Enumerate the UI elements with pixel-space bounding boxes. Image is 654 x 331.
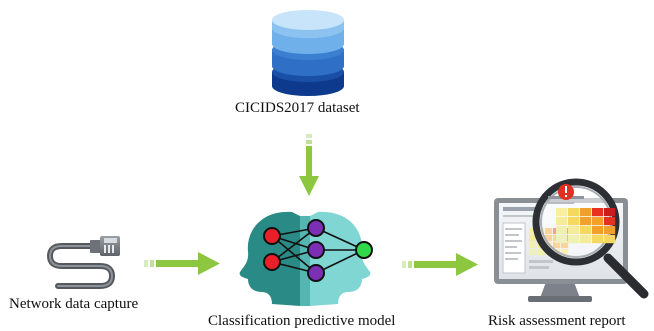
heatmap-cell [568, 208, 580, 217]
heatmap-cell [592, 208, 604, 217]
heatmap-cell [568, 217, 580, 226]
heatmap-cell [580, 217, 592, 226]
heatmap-cell [529, 249, 537, 256]
capture-label: Network data capture [9, 296, 139, 312]
heatmap-cell [604, 217, 616, 226]
report-label: Risk assessment report [488, 313, 626, 329]
heatmap-cell [580, 235, 592, 244]
heatmap-cell [556, 226, 568, 235]
heatmap-cell [568, 235, 580, 244]
arrow-down [299, 134, 319, 196]
dataset-label: CICIDS2017 dataset [235, 100, 360, 116]
heatmap-cell [537, 249, 545, 256]
heatmap-cell [529, 228, 537, 235]
heatmap-cell [556, 217, 568, 226]
heatmap-cell [556, 235, 568, 244]
heatmap-cell [592, 226, 604, 235]
heatmap-cell [529, 242, 537, 249]
heatmap-cell [580, 208, 592, 217]
heatmap-cell [556, 208, 568, 217]
heatmap-cell [604, 235, 616, 244]
heatmap-cell [604, 226, 616, 235]
monitor-magnifier-report-icon [494, 178, 649, 302]
ethernet-cable-icon [46, 236, 120, 289]
arrow-right-1 [144, 252, 220, 275]
database-icon [272, 10, 344, 96]
heatmap-cell [580, 226, 592, 235]
heatmap-cell [592, 235, 604, 244]
heatmap-cell [568, 226, 580, 235]
heatmap-cell [529, 235, 537, 242]
arrow-right-2 [402, 253, 478, 276]
model-label: Classification predictive model [208, 313, 396, 329]
neural-network-heads-icon [239, 211, 373, 306]
heatmap-cell [604, 208, 616, 217]
heatmap-cell [592, 217, 604, 226]
